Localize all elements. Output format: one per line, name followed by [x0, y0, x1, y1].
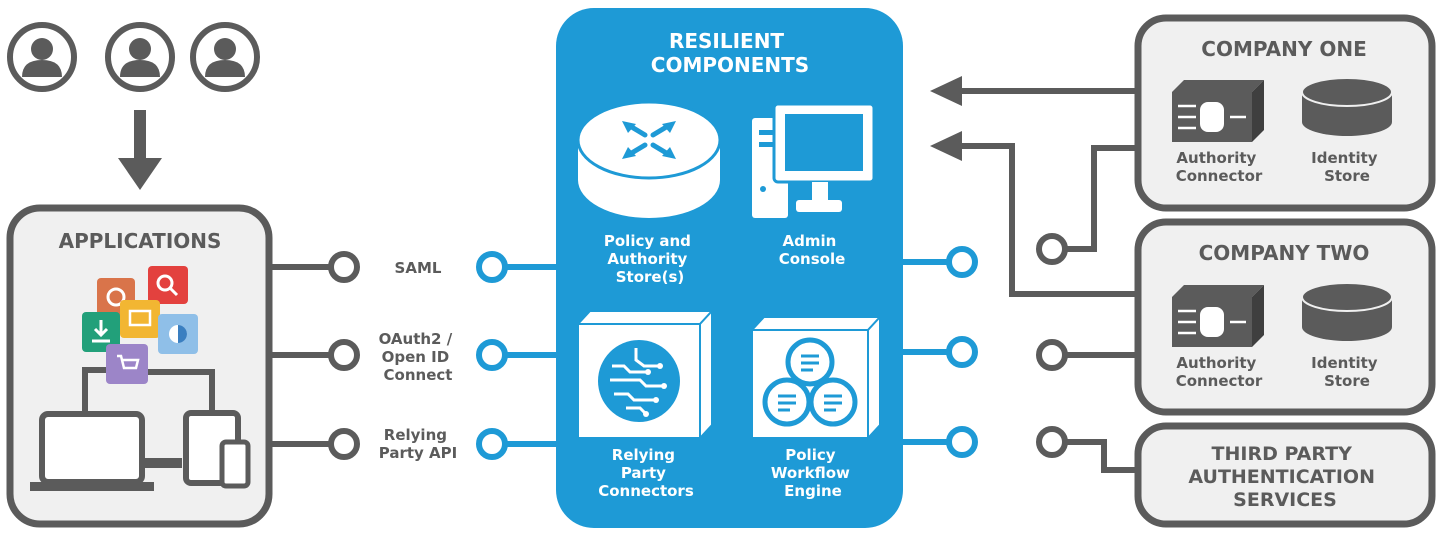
- company-one-label: COMPANY ONE: [1201, 37, 1366, 61]
- company-one-node: [1036, 233, 1068, 265]
- saml-core-node: [476, 251, 508, 283]
- panel-title-line: RESILIENT: [669, 29, 784, 53]
- third-party-line: AUTHENTICATION: [1188, 466, 1375, 488]
- circuit-icon: [575, 308, 715, 441]
- saml-app-node: [328, 251, 360, 283]
- workflow-engine-line: Policy: [785, 446, 835, 464]
- connector-label-line: Authority: [1176, 149, 1256, 167]
- saml-label: SAML: [395, 259, 442, 277]
- left-connectors: SAML OAuth2 / Open ID Connect Relying Pa…: [269, 251, 558, 462]
- relying-party-api-label: Relying Party API: [379, 426, 457, 462]
- database-icon: [1301, 282, 1393, 341]
- third-party-label: THIRD PARTY AUTHENTICATION SERVICES: [1188, 443, 1381, 511]
- store-label-line: Store: [1324, 372, 1370, 390]
- workflow-engine-line: Workflow: [771, 464, 850, 482]
- oauth-label-line: Connect: [384, 366, 453, 384]
- workflow-engine-label: Policy Workflow Engine: [771, 446, 855, 500]
- workflow-icon: [749, 314, 883, 441]
- cart-app-icon: [106, 344, 148, 384]
- rp-connectors-line: Party: [621, 464, 666, 482]
- company-one-store-label: Identity Store: [1311, 149, 1383, 185]
- policy-store-label: Policy and Authority Store(s): [604, 232, 696, 286]
- third-party-line: SERVICES: [1233, 489, 1337, 511]
- policy-store-line: Policy and: [604, 232, 691, 250]
- third-party-core-node: [946, 426, 978, 458]
- right-gray-connectors: [930, 76, 1138, 473]
- chat-app-icon: [120, 300, 160, 338]
- company-two-label: COMPANY TWO: [1199, 241, 1370, 265]
- company-one-box: COMPANY ONE Authority Connector Identity…: [1134, 14, 1436, 212]
- applications-label: APPLICATIONS: [59, 229, 222, 253]
- user-icon: [190, 22, 260, 92]
- rp-api-label-line: Relying: [384, 426, 447, 444]
- oauth-app-node: [328, 339, 360, 371]
- oauth-label-line: OAuth2 /: [379, 330, 453, 348]
- connector-label-line: Authority: [1176, 354, 1256, 372]
- connector-label-line: Connector: [1176, 372, 1263, 390]
- panel-title: RESILIENT COMPONENTS: [651, 29, 809, 77]
- users-to-apps-arrow: [118, 110, 162, 190]
- third-party-line: THIRD PARTY: [1212, 443, 1353, 465]
- router-icon: [576, 100, 722, 218]
- devices-icon: [30, 367, 251, 491]
- user-icon: [105, 22, 175, 92]
- company-two-connector-label: Authority Connector: [1176, 354, 1263, 390]
- connector-label-line: Connector: [1176, 167, 1263, 185]
- user-icon: [7, 22, 77, 92]
- rp-connectors-line: Relying: [612, 446, 675, 464]
- arrow-left-icon: [930, 131, 962, 161]
- search-app-icon: [148, 266, 188, 304]
- company-two-store-label: Identity Store: [1311, 354, 1383, 390]
- rp-api-core-node: [476, 428, 508, 460]
- admin-console-line: Console: [779, 250, 846, 268]
- panel-title-line: COMPONENTS: [651, 53, 809, 77]
- company-two-node: [1036, 339, 1068, 371]
- rp-connectors-label: Relying Party Connectors: [598, 446, 694, 500]
- right-blue-connectors: [903, 246, 978, 458]
- store-label-line: Identity: [1311, 149, 1378, 167]
- oauth-label-line: Open ID: [382, 348, 450, 366]
- policy-store-line: Authority: [607, 250, 687, 268]
- rp-api-label-line: Party API: [379, 444, 457, 462]
- admin-console-line: Admin: [782, 232, 836, 250]
- authority-connector-icon: [1172, 80, 1264, 142]
- rp-connectors-line: Connectors: [598, 482, 694, 500]
- rp-api-app-node: [328, 428, 360, 460]
- applications-box: APPLICATIONS: [6, 204, 273, 528]
- store-label-line: Identity: [1311, 354, 1378, 372]
- resilient-components-panel: RESILIENT COMPONENTS Policy and Authorit…: [556, 8, 903, 528]
- app-tiles: [82, 266, 198, 384]
- third-party-node: [1036, 426, 1068, 458]
- laptop-icon: [39, 411, 145, 485]
- desktop-computer-icon: [752, 102, 876, 218]
- phone-icon: [219, 439, 251, 489]
- oauth-core-node: [476, 339, 508, 371]
- saml-label-line: SAML: [395, 259, 442, 277]
- users-group: [7, 22, 260, 92]
- company-one-connector-label: Authority Connector: [1176, 149, 1263, 185]
- oauth-label: OAuth2 / Open ID Connect: [379, 330, 458, 384]
- third-party-box: THIRD PARTY AUTHENTICATION SERVICES: [1134, 422, 1436, 528]
- admin-console-node: [946, 246, 978, 278]
- company-two-box: COMPANY TWO Authority Connector Identity…: [1134, 218, 1436, 416]
- workflow-engine-line: Engine: [784, 482, 842, 500]
- arrow-left-icon: [930, 76, 962, 106]
- policy-store-line: Store(s): [616, 268, 685, 286]
- workflow-node: [946, 336, 978, 368]
- database-icon: [1301, 77, 1393, 136]
- store-label-line: Store: [1324, 167, 1370, 185]
- authority-connector-icon: [1172, 285, 1264, 347]
- admin-console-label: Admin Console: [779, 232, 846, 268]
